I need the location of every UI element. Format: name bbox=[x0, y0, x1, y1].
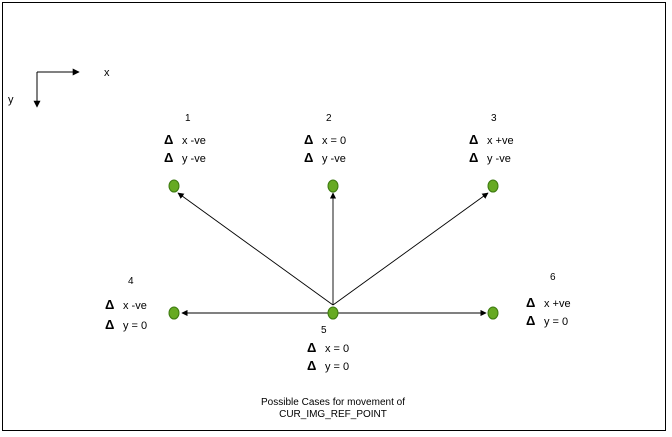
case-1-number: 1 bbox=[185, 113, 191, 124]
delta-icon: Δ bbox=[105, 317, 115, 332]
point-case-1 bbox=[168, 179, 180, 193]
case-2-number: 2 bbox=[326, 113, 332, 124]
delta-icon: Δ bbox=[526, 313, 536, 328]
delta-icon: Δ bbox=[307, 358, 317, 373]
delta-icon: Δ bbox=[164, 150, 174, 165]
point-case-2 bbox=[327, 179, 339, 193]
point-case-5 bbox=[327, 306, 339, 320]
point-case-4 bbox=[168, 306, 180, 320]
y-axis-label: y bbox=[8, 94, 14, 106]
delta-icon: Δ bbox=[307, 340, 317, 355]
delta-icon: Δ bbox=[164, 132, 174, 147]
delta-icon: Δ bbox=[304, 132, 314, 147]
point-case-3 bbox=[487, 179, 499, 193]
diagram-caption: Possible Cases for movement of CUR_IMG_R… bbox=[213, 397, 453, 421]
case-3-number: 3 bbox=[491, 113, 497, 124]
case-5-number: 5 bbox=[321, 325, 327, 336]
x-axis-label: x bbox=[104, 67, 110, 79]
delta-icon: Δ bbox=[469, 132, 479, 147]
delta-icon: Δ bbox=[469, 150, 479, 165]
diagram-frame bbox=[2, 2, 666, 431]
case-4-number: 4 bbox=[128, 276, 134, 287]
delta-icon: Δ bbox=[526, 295, 536, 310]
point-case-6 bbox=[487, 306, 499, 320]
case-6-number: 6 bbox=[550, 272, 556, 283]
arrow-case-3 bbox=[332, 192, 489, 306]
arrow-case-1 bbox=[177, 192, 334, 306]
delta-icon: Δ bbox=[304, 150, 314, 165]
caption-line-1: Possible Cases for movement of bbox=[261, 397, 405, 408]
delta-icon: Δ bbox=[105, 297, 115, 312]
caption-line-2: CUR_IMG_REF_POINT bbox=[279, 409, 387, 420]
